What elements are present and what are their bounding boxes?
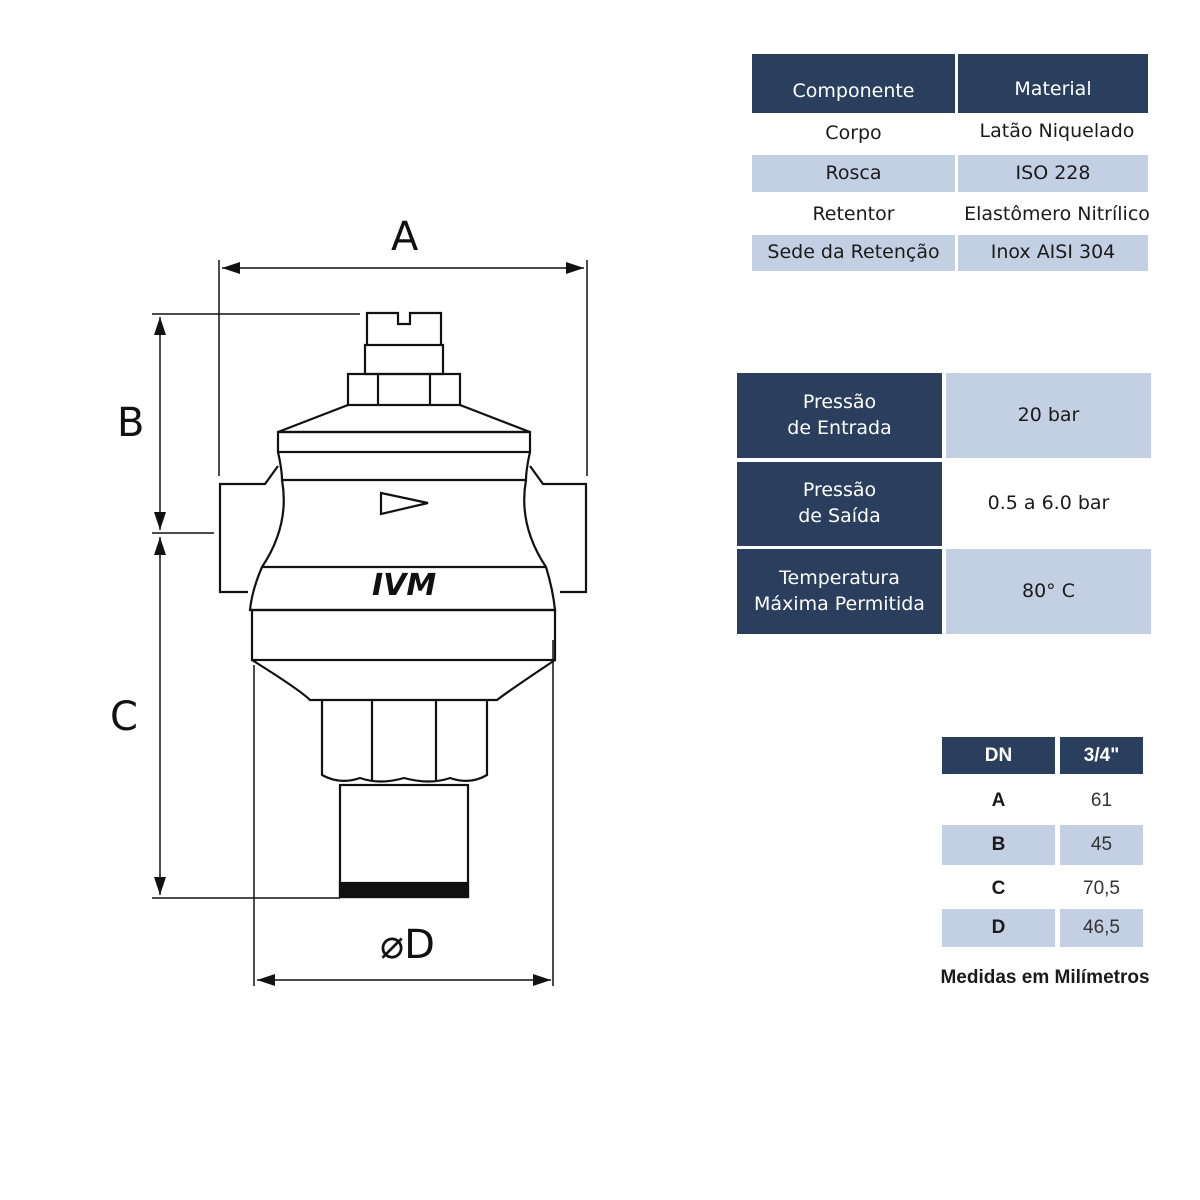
dimension-name: C xyxy=(991,878,1006,900)
dimension-name: B xyxy=(942,825,1055,865)
spec-label: Temperatura Máxima Permitida xyxy=(737,549,942,634)
header-componente: Componente xyxy=(752,54,955,113)
spec-value: 0.5 a 6.0 bar xyxy=(987,492,1110,515)
component-cell: Retentor xyxy=(812,203,895,226)
dimension-lines xyxy=(152,260,588,986)
component-cell: Corpo xyxy=(825,122,882,145)
dimension-name: A xyxy=(991,790,1006,812)
dimension-value: 45 xyxy=(1060,825,1143,865)
units-note: Medidas em Milímetros xyxy=(940,967,1150,989)
component-cell: Rosca xyxy=(752,155,955,192)
flow-arrow-icon xyxy=(379,491,429,516)
dimension-label-c: C xyxy=(110,694,138,740)
spec-label: Pressão de Saída xyxy=(737,462,942,546)
valve-body xyxy=(218,311,588,899)
header-size: 3/4" xyxy=(1060,737,1143,774)
component-cell: Sede da Retenção xyxy=(752,235,955,271)
dimension-label-d: ⌀D xyxy=(380,922,435,968)
material-cell: Inox AISI 304 xyxy=(958,235,1148,271)
dimension-name: D xyxy=(942,909,1055,947)
header-dn: DN xyxy=(942,737,1055,774)
dimension-value: 70,5 xyxy=(1083,878,1120,900)
brand-logo: IVM xyxy=(372,568,437,603)
dimension-label-b: B xyxy=(117,400,145,446)
dimension-label-a: A xyxy=(391,214,419,260)
dimension-value: 46,5 xyxy=(1060,909,1143,947)
spec-value: 80° C xyxy=(946,549,1151,634)
spec-value: 20 bar xyxy=(946,373,1151,458)
material-cell: ISO 228 xyxy=(958,155,1148,192)
header-material: Material xyxy=(958,54,1148,113)
material-cell: Elastômero Nitrílico xyxy=(964,203,1150,226)
material-cell: Latão Niquelado xyxy=(979,120,1135,143)
spec-label: Pressão de Entrada xyxy=(737,373,942,458)
dimension-value: 61 xyxy=(1090,790,1113,812)
